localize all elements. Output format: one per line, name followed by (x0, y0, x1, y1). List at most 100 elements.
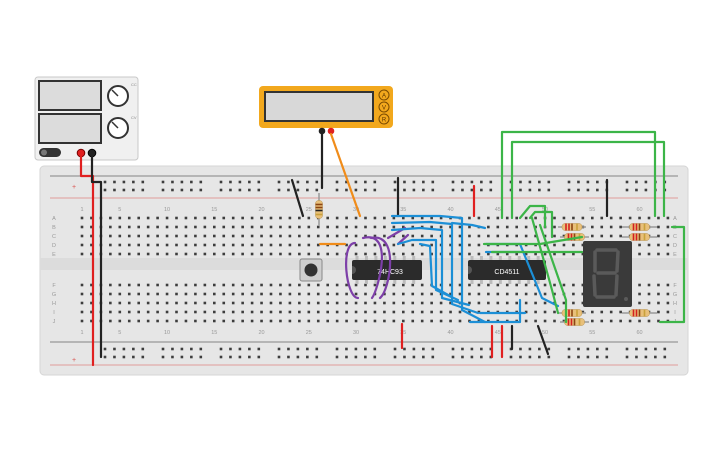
breadboard-hole[interactable] (137, 301, 140, 305)
breadboard-hole[interactable] (430, 310, 433, 314)
breadboard-hole[interactable] (146, 216, 150, 220)
breadboard-hole[interactable] (461, 347, 464, 351)
breadboard-hole[interactable] (180, 347, 184, 351)
breadboard-hole[interactable] (392, 243, 396, 247)
breadboard-hole[interactable] (90, 292, 93, 296)
breadboard-hole[interactable] (175, 243, 178, 247)
breadboard-hole[interactable] (156, 319, 159, 323)
breadboard-hole[interactable] (468, 234, 471, 238)
breadboard-hole[interactable] (222, 319, 226, 323)
breadboard-hole[interactable] (412, 180, 416, 184)
breadboard-hole[interactable] (316, 234, 320, 238)
breadboard-hole[interactable] (461, 180, 464, 184)
breadboard-hole[interactable] (194, 216, 197, 220)
breadboard-hole[interactable] (373, 319, 377, 323)
breadboard-hole[interactable] (213, 234, 216, 238)
wire[interactable] (530, 216, 560, 315)
breadboard-hole[interactable] (402, 243, 405, 247)
wire[interactable] (528, 210, 554, 239)
breadboard-hole[interactable] (288, 319, 292, 323)
breadboard-hole[interactable] (354, 310, 358, 314)
breadboard-hole[interactable] (383, 234, 386, 238)
breadboard-hole[interactable] (572, 252, 575, 256)
breadboard-hole[interactable] (146, 243, 150, 247)
breadboard-hole[interactable] (222, 243, 226, 247)
breadboard-hole[interactable] (439, 310, 443, 314)
breadboard-hole[interactable] (156, 301, 159, 305)
breadboard-hole[interactable] (288, 310, 292, 314)
breadboard-hole[interactable] (298, 225, 301, 229)
breadboard-hole[interactable] (461, 355, 464, 359)
breadboard-hole[interactable] (577, 180, 580, 184)
breadboard-hole[interactable] (586, 188, 590, 192)
breadboard-hole[interactable] (250, 216, 254, 220)
breadboard-hole[interactable] (203, 225, 207, 229)
breadboard-hole[interactable] (572, 243, 575, 247)
breadboard-hole[interactable] (250, 292, 254, 296)
breadboard-hole[interactable] (449, 310, 452, 314)
breadboard-hole[interactable] (203, 234, 207, 238)
breadboard-hole[interactable] (326, 319, 329, 323)
breadboard-hole[interactable] (420, 301, 424, 305)
breadboard-hole[interactable] (543, 283, 547, 287)
breadboard-hole[interactable] (257, 180, 261, 184)
breadboard-hole[interactable] (326, 252, 329, 256)
breadboard-hole[interactable] (184, 283, 188, 287)
breadboard-hole[interactable] (241, 252, 244, 256)
breadboard-hole[interactable] (519, 180, 522, 184)
breadboard-hole[interactable] (190, 188, 193, 192)
breadboard-hole[interactable] (489, 347, 493, 351)
breadboard-hole[interactable] (161, 347, 165, 351)
breadboard-hole[interactable] (519, 347, 522, 351)
breadboard-hole[interactable] (581, 301, 585, 305)
breadboard-hole[interactable] (165, 243, 169, 247)
breadboard-hole[interactable] (90, 252, 93, 256)
breadboard-hole[interactable] (487, 234, 490, 238)
breadboard-hole[interactable] (146, 234, 150, 238)
breadboard-hole[interactable] (647, 216, 651, 220)
breadboard-hole[interactable] (156, 234, 159, 238)
breadboard-hole[interactable] (190, 355, 193, 359)
breadboard-hole[interactable] (231, 234, 235, 238)
breadboard-hole[interactable] (80, 225, 84, 229)
breadboard-hole[interactable] (402, 225, 405, 229)
breadboard-hole[interactable] (165, 234, 169, 238)
breadboard-hole[interactable] (241, 234, 244, 238)
breadboard-hole[interactable] (132, 180, 135, 184)
breadboard-hole[interactable] (194, 283, 197, 287)
breadboard-hole[interactable] (430, 216, 433, 220)
breadboard-hole[interactable] (402, 319, 405, 323)
breadboard-hole[interactable] (515, 292, 518, 296)
breadboard-hole[interactable] (307, 243, 311, 247)
breadboard-hole[interactable] (581, 243, 585, 247)
wire[interactable] (468, 298, 522, 324)
breadboard-hole[interactable] (296, 347, 300, 351)
breadboard-hole[interactable] (468, 319, 471, 323)
breadboard-hole[interactable] (625, 355, 629, 359)
breadboard-hole[interactable] (354, 252, 358, 256)
breadboard-hole[interactable] (229, 180, 232, 184)
breadboard-hole[interactable] (213, 225, 216, 229)
breadboard-hole[interactable] (605, 347, 609, 351)
breadboard-hole[interactable] (250, 283, 254, 287)
wire[interactable] (658, 225, 686, 324)
breadboard-hole[interactable] (277, 180, 281, 184)
breadboard-hole[interactable] (411, 252, 415, 256)
breadboard-hole[interactable] (411, 225, 415, 229)
breadboard-hole[interactable] (553, 252, 556, 256)
breadboard-hole[interactable] (184, 319, 188, 323)
breadboard-hole[interactable] (420, 310, 424, 314)
breadboard-hole[interactable] (657, 283, 660, 287)
resistor[interactable] (560, 318, 589, 326)
breadboard-hole[interactable] (194, 319, 197, 323)
breadboard-hole[interactable] (364, 252, 367, 256)
breadboard-hole[interactable] (638, 319, 641, 323)
breadboard-hole[interactable] (132, 347, 135, 351)
breadboard-hole[interactable] (269, 301, 273, 305)
wire[interactable] (450, 221, 487, 230)
breadboard-hole[interactable] (635, 355, 638, 359)
breadboard-hole[interactable] (288, 225, 292, 229)
wire[interactable] (518, 204, 547, 229)
breadboard-hole[interactable] (222, 225, 226, 229)
breadboard-hole[interactable] (666, 243, 670, 247)
